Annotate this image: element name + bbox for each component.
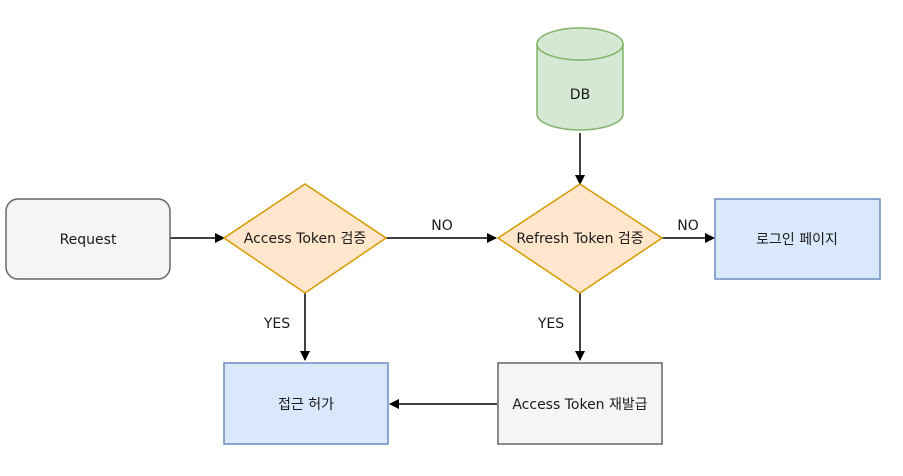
reissue-box: [497, 362, 663, 445]
edges: [170, 133, 715, 409]
node-db: DB: [536, 27, 624, 131]
refresh-token-diamond: [496, 183, 664, 294]
reissue-label: Access Token 재발급: [512, 397, 647, 413]
refresh-token-check-label: Refresh Token 검증: [516, 231, 643, 247]
node-access-token-reissue: Access Token 재발급: [497, 362, 663, 445]
access-granted-box: [223, 362, 389, 445]
access-token-check-label: Access Token 검증: [244, 231, 367, 247]
edge-label-refresh-yes: YES: [537, 316, 564, 332]
node-access-token-check: Access Token 검증: [222, 183, 388, 294]
node-refresh-token-check: Refresh Token 검증: [496, 183, 664, 294]
node-request: Request: [5, 198, 171, 280]
edge-label-access-no: NO: [431, 218, 453, 234]
node-login-page: 로그인 페이지: [714, 198, 881, 280]
edge-label-refresh-no: NO: [677, 218, 699, 234]
login-page-label: 로그인 페이지: [756, 232, 838, 248]
request-label: Request: [60, 232, 117, 248]
db-label: DB: [570, 87, 590, 103]
db-cylinder-shape: [536, 44, 624, 131]
db-cylinder-top: [536, 27, 624, 61]
access-token-diamond: [222, 183, 388, 294]
request-box: [5, 198, 171, 280]
access-granted-label: 접근 허가: [278, 397, 334, 413]
login-page-box: [714, 198, 881, 280]
edge-label-access-yes: YES: [263, 316, 290, 332]
node-access-granted: 접근 허가: [223, 362, 389, 445]
